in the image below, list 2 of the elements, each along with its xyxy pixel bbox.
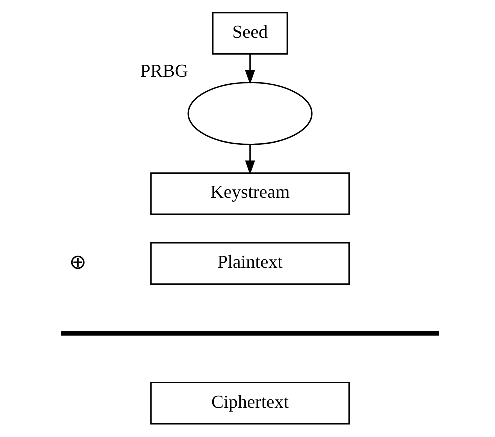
label: ⊕ (69, 252, 88, 274)
node-label: PRBG (140, 60, 188, 81)
